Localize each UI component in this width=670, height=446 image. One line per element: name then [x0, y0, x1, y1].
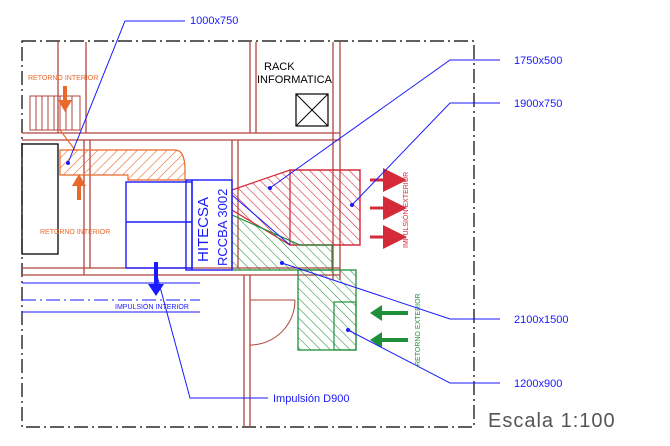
rack-label-line1: RACK: [264, 61, 295, 73]
impulsion-interior-label: IMPULSIÓN INTERIOR: [115, 302, 189, 311]
retorno-exterior-arrows: [370, 305, 408, 348]
retorno-arrows: [58, 86, 86, 200]
interior-supply-lines: [22, 282, 200, 313]
impulsion-d900-label: Impulsión D900: [273, 393, 349, 405]
label-1900x750: 1900x750: [514, 98, 562, 110]
retorno-interior-top-label: RETORNO INTERIOR: [28, 75, 98, 82]
label-2100x1500: 2100x1500: [514, 314, 568, 326]
unit-brand: HITECSA: [195, 197, 212, 262]
rack-cabinet: [295, 93, 329, 127]
staircase: [29, 95, 81, 131]
hvac-unit: [125, 179, 233, 271]
scale-label: Escala 1:100: [488, 410, 616, 432]
leader-lines: [67, 20, 500, 399]
door-swing: [249, 299, 296, 346]
existing-structure: [21, 143, 59, 255]
retorno-exterior-label: RETORNO EXTERIOR: [415, 293, 422, 366]
unit-model: RCCBA 3002: [215, 189, 230, 266]
label-1000x750: 1000x750: [190, 15, 238, 27]
impulsion-exterior-arrows: [370, 168, 407, 249]
impulsion-exterior-label: IMPULSIÓN EXTERIOR: [401, 172, 410, 248]
retorno-interior-bottom-label: RETORNO INTERIOR: [40, 229, 110, 236]
label-1750x500: 1750x500: [514, 55, 562, 67]
label-1200x900: 1200x900: [514, 378, 562, 390]
return-duct: [59, 149, 186, 181]
rack-label-line2: INFORMATICA: [257, 74, 333, 86]
